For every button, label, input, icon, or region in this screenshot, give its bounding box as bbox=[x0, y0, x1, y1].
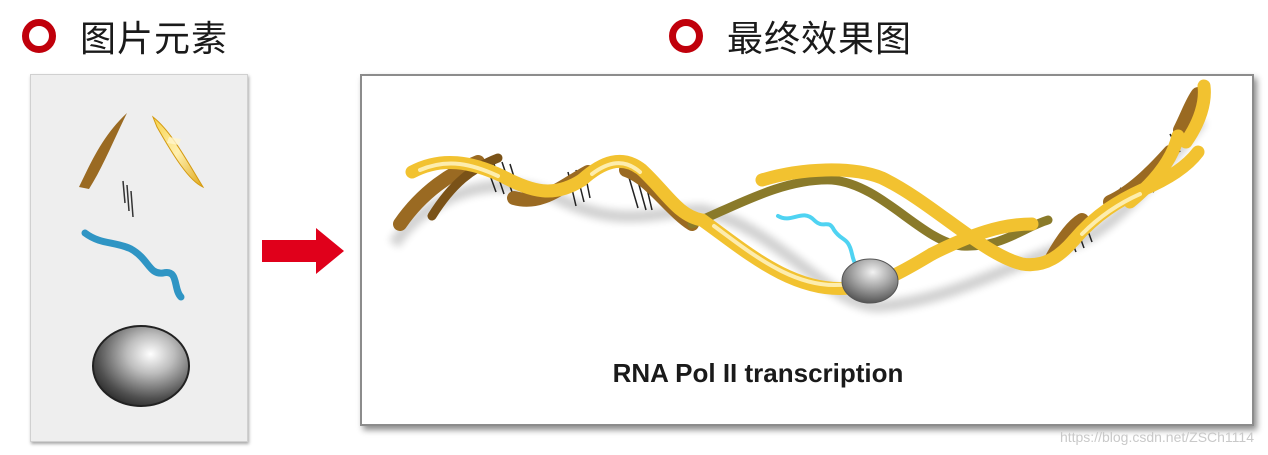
section-heading-result: 最终效果图 bbox=[669, 12, 912, 60]
polymerase-sphere bbox=[841, 258, 899, 304]
rna-transcript bbox=[776, 213, 866, 276]
base-pair-lines-icon bbox=[122, 180, 134, 218]
dna-strand-pieces-icon bbox=[79, 113, 205, 189]
watermark-text: https://blog.csdn.net/ZSCh1114 bbox=[1059, 429, 1254, 445]
polymerase-sphere-icon bbox=[92, 325, 190, 407]
elements-panel bbox=[30, 74, 248, 442]
result-panel: RNA Pol II transcription bbox=[360, 74, 1254, 426]
rna-strand-icon bbox=[81, 229, 185, 301]
diagram-caption: RNA Pol II transcription bbox=[612, 358, 904, 388]
right-arrow-icon bbox=[262, 228, 344, 274]
heading-label: 图片元素 bbox=[80, 19, 229, 60]
section-heading-elements: 图片元素 bbox=[22, 12, 228, 60]
bullet-ring-icon bbox=[669, 19, 703, 53]
heading-label: 最终效果图 bbox=[727, 19, 913, 60]
bullet-ring-icon bbox=[22, 19, 56, 53]
